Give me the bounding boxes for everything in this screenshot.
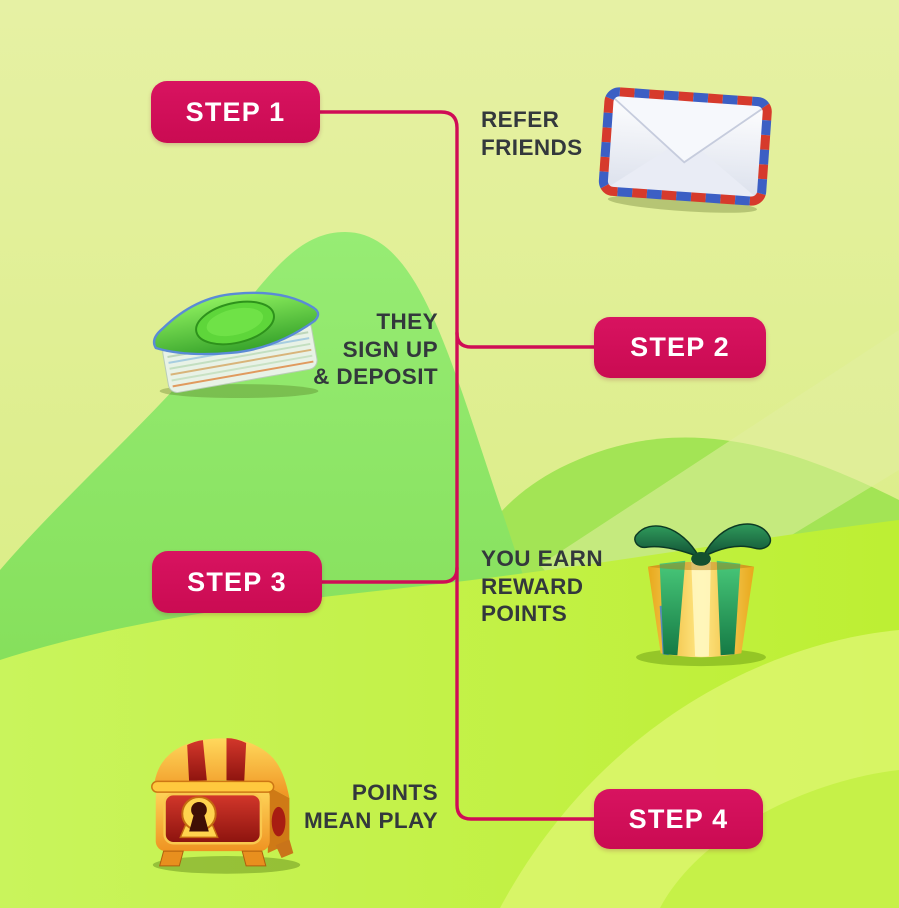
caption-line: SIGN UP bbox=[342, 336, 438, 362]
step4-caption: POINTS MEAN PLAY bbox=[250, 779, 438, 834]
step1-button[interactable]: STEP 1 bbox=[151, 81, 320, 143]
caption-line: MEAN PLAY bbox=[303, 807, 438, 833]
caption-line: POINTS bbox=[351, 780, 438, 805]
caption-line: THEY bbox=[376, 309, 438, 334]
step4-button[interactable]: STEP 4 bbox=[594, 789, 763, 849]
step1-caption: REFER FRIENDS bbox=[481, 106, 681, 161]
step2-caption: THEY SIGN UP & DEPOSIT bbox=[250, 308, 438, 391]
caption-line: REFER bbox=[481, 107, 560, 132]
caption-line: FRIENDS bbox=[481, 134, 583, 160]
caption-line: REWARD bbox=[481, 573, 584, 599]
caption-line: YOU EARN bbox=[481, 546, 603, 571]
step3-button[interactable]: STEP 3 bbox=[152, 551, 322, 613]
step3-branch-line bbox=[320, 566, 459, 584]
step2-button[interactable]: STEP 2 bbox=[594, 317, 766, 378]
step2-branch-line bbox=[455, 331, 598, 349]
caption-line: & DEPOSIT bbox=[313, 364, 438, 389]
caption-line: POINTS bbox=[481, 601, 568, 626]
step3-caption: YOU EARN REWARD POINTS bbox=[481, 545, 681, 628]
trunk-line bbox=[317, 110, 598, 821]
